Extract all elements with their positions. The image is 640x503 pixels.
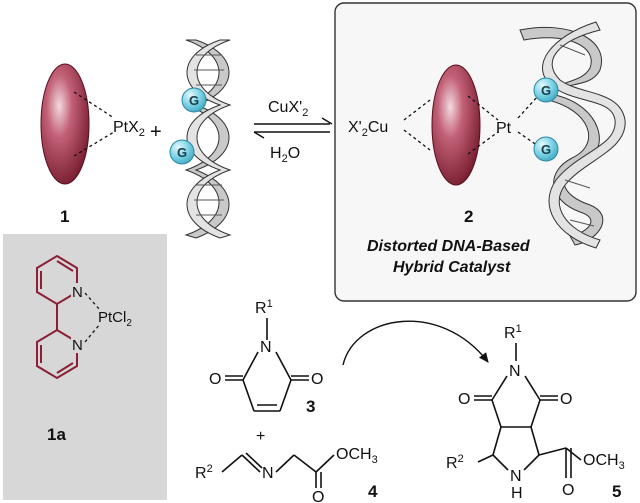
compound-3-structure [225, 318, 309, 412]
plus-sign-top: + [150, 121, 162, 143]
compound-1a-metal: PtCl2 [98, 309, 132, 329]
svg-text:G: G [541, 142, 551, 157]
compound-1a-pt-bonds [84, 292, 101, 343]
svg-text:G: G [541, 83, 551, 98]
compound-1-metal: PtX2 [113, 119, 145, 139]
compound-5-n-amine: N [510, 468, 522, 485]
reaction-arrow [342, 320, 489, 366]
compound-1a-n-top: N [72, 284, 83, 301]
compound-4-ester: OCH3 [336, 446, 378, 466]
svg-text:G: G [189, 93, 199, 108]
compound-1-ligand [40, 63, 90, 185]
compound-2-metal: Pt [496, 120, 512, 137]
compound-4-substituent: R2 [195, 463, 213, 482]
compound-5-substituent-2: R2 [446, 453, 464, 472]
compound-3-substituent: R1 [255, 298, 273, 317]
guanine-right-bottom: G [533, 136, 559, 162]
compound-3-number: 3 [306, 397, 315, 416]
compound-1a-n-bottom: N [72, 337, 83, 354]
svg-text:G: G [177, 145, 187, 160]
plus-sign-bottom: + [256, 428, 265, 445]
compound-2-pt-bonds [467, 95, 539, 155]
compound-5-structure [474, 343, 582, 478]
equilibrium-arrows [253, 117, 333, 139]
compound-4-o: O [312, 489, 324, 503]
compound-3-o-left: O [209, 371, 221, 388]
compound-5-n-imide: N [509, 363, 521, 380]
compound-1a-panel [3, 234, 167, 500]
compound-5-o-ester: O [562, 482, 574, 499]
guanine-right-top: G [533, 77, 559, 103]
compound-4-n: N [262, 465, 274, 482]
compound-5-substituent-1: R1 [504, 323, 522, 342]
compound-5-h: H [511, 485, 523, 502]
compound-5-o-left: O [458, 391, 470, 408]
compound-1a-structure [36, 254, 78, 380]
catalyst-caption-line2: Hybrid Catalyst [393, 259, 511, 276]
compound-5-number: 5 [612, 482, 621, 501]
dna-helix-distorted [519, 21, 626, 249]
compound-1a-number: 1a [47, 425, 66, 444]
reagent-bottom: H2O [270, 145, 300, 165]
compound-1-bonds [73, 91, 115, 157]
compound-2-copper: X'2Cu [348, 119, 388, 139]
compound-2-number: 2 [464, 207, 473, 226]
guanine-left-bottom: G [169, 139, 195, 165]
compound-5-o-right: O [560, 391, 572, 408]
compound-3-o-right: O [311, 371, 323, 388]
compound-2-ligand [431, 64, 481, 186]
guanine-left-top: G [181, 87, 207, 113]
compound-5-ester: OCH3 [583, 452, 625, 472]
compound-3-n: N [260, 339, 272, 356]
reagent-top: CuX'2 [268, 99, 308, 119]
catalyst-caption-line1: Distorted DNA-Based [367, 238, 531, 255]
compound-4-number: 4 [368, 482, 378, 501]
compound-4-structure [221, 452, 335, 488]
compound-1-number: 1 [60, 207, 69, 226]
dna-helix-left [184, 39, 232, 239]
